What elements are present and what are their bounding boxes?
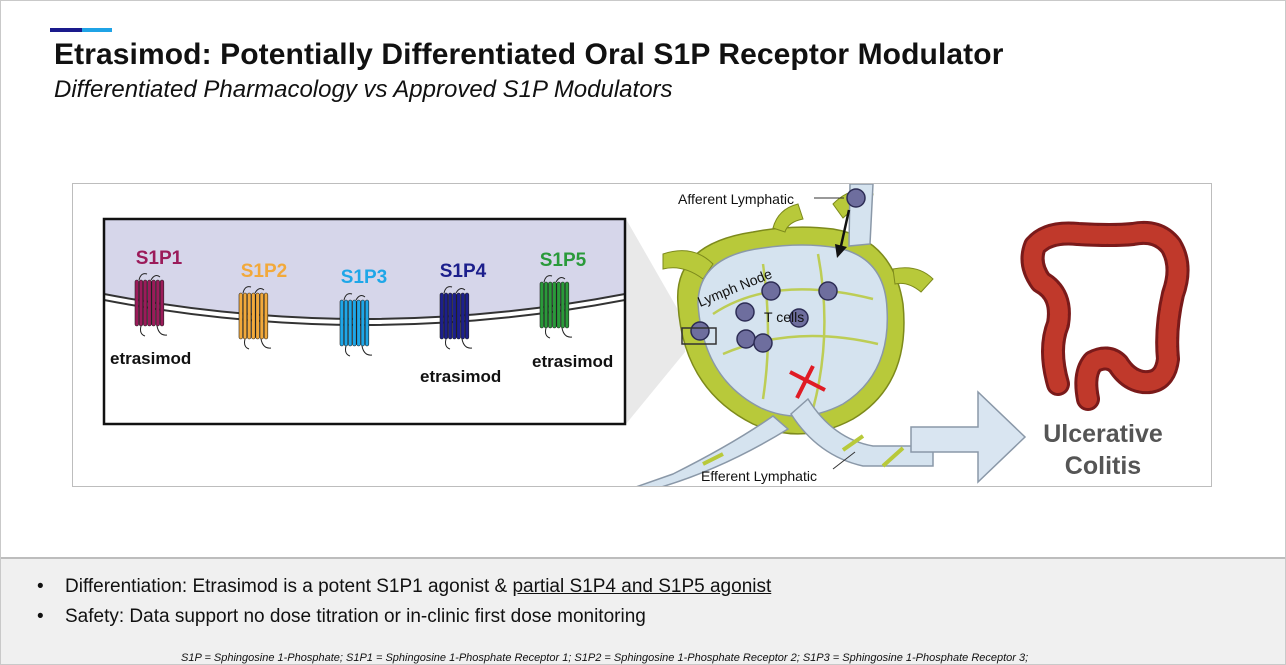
afferent-flow-arrow — [839, 209, 851, 247]
page-title: Etrasimod: Potentially Differentiated Or… — [54, 38, 1004, 71]
bullet-marker: • — [37, 606, 44, 627]
lymph-node-illustration — [636, 184, 934, 486]
bullet-underlined-text: partial S1P4 and S1P5 agonist — [512, 576, 772, 597]
t-cells-label: T cells — [764, 309, 804, 325]
mechanism-diagram: S1P1 S1P2 S1P3 S1P4 S1P5 etrasimod etras… — [102, 184, 1190, 486]
etrasimod-label-s1p5: etrasimod — [532, 352, 613, 371]
title-accent-bar-dark — [50, 28, 82, 32]
receptor-s1p2-icon — [238, 286, 272, 350]
bullet-marker: • — [37, 576, 44, 597]
disease-label-line1: Ulcerative — [1043, 420, 1163, 448]
blocked-egress-icon — [789, 365, 826, 399]
mechanism-figure: S1P1 S1P2 S1P3 S1P4 S1P5 etrasimod etras… — [72, 183, 1212, 487]
footnote: S1P = Sphingosine 1-Phosphate; S1P1 = Sp… — [181, 652, 1029, 664]
receptor-label-s1p5: S1P5 — [540, 250, 587, 271]
efferent-lymphatic-label: Efferent Lymphatic — [701, 468, 817, 484]
summary-panel: • Differentiation: Etrasimod is a potent … — [1, 557, 1285, 664]
cell-interior — [104, 219, 625, 319]
zoom-source-box — [681, 327, 717, 345]
t-cells-icon — [690, 188, 866, 353]
bullet-text: Differentiation: Etrasimod is a potent S… — [65, 576, 513, 597]
receptor-s1p3-icon — [339, 293, 373, 357]
receptor-label-s1p1: S1P1 — [136, 248, 183, 269]
title-accent-bar-light — [82, 28, 112, 32]
receptor-label-s1p3: S1P3 — [341, 267, 387, 288]
bullet-differentiation: • Differentiation: Etrasimod is a potent … — [37, 576, 771, 606]
receptor-box-border — [102, 217, 627, 426]
receptor-s1p1-icon — [134, 273, 168, 337]
etrasimod-label-s1p1: etrasimod — [110, 349, 191, 368]
zoom-cone — [626, 219, 685, 424]
arrow-to-disease-icon — [910, 390, 1027, 484]
summary-bullets: • Differentiation: Etrasimod is a potent … — [37, 576, 771, 636]
colon-illustration-icon — [1020, 220, 1190, 411]
disease-label-line2: Colitis — [1065, 452, 1141, 480]
etrasimod-label-s1p4: etrasimod — [420, 367, 501, 386]
page-subtitle: Differentiated Pharmacology vs Approved … — [54, 76, 673, 103]
receptor-label-s1p4: S1P4 — [440, 261, 487, 282]
afferent-lymphatic-label: Afferent Lymphatic — [678, 191, 794, 207]
receptor-label-s1p2: S1P2 — [241, 261, 287, 282]
receptor-s1p4-icon — [439, 286, 473, 350]
bullet-text: Safety: Data support no dose titration o… — [65, 606, 646, 627]
receptor-s1p5-icon — [539, 275, 573, 339]
bullet-safety: • Safety: Data support no dose titration … — [37, 606, 771, 636]
